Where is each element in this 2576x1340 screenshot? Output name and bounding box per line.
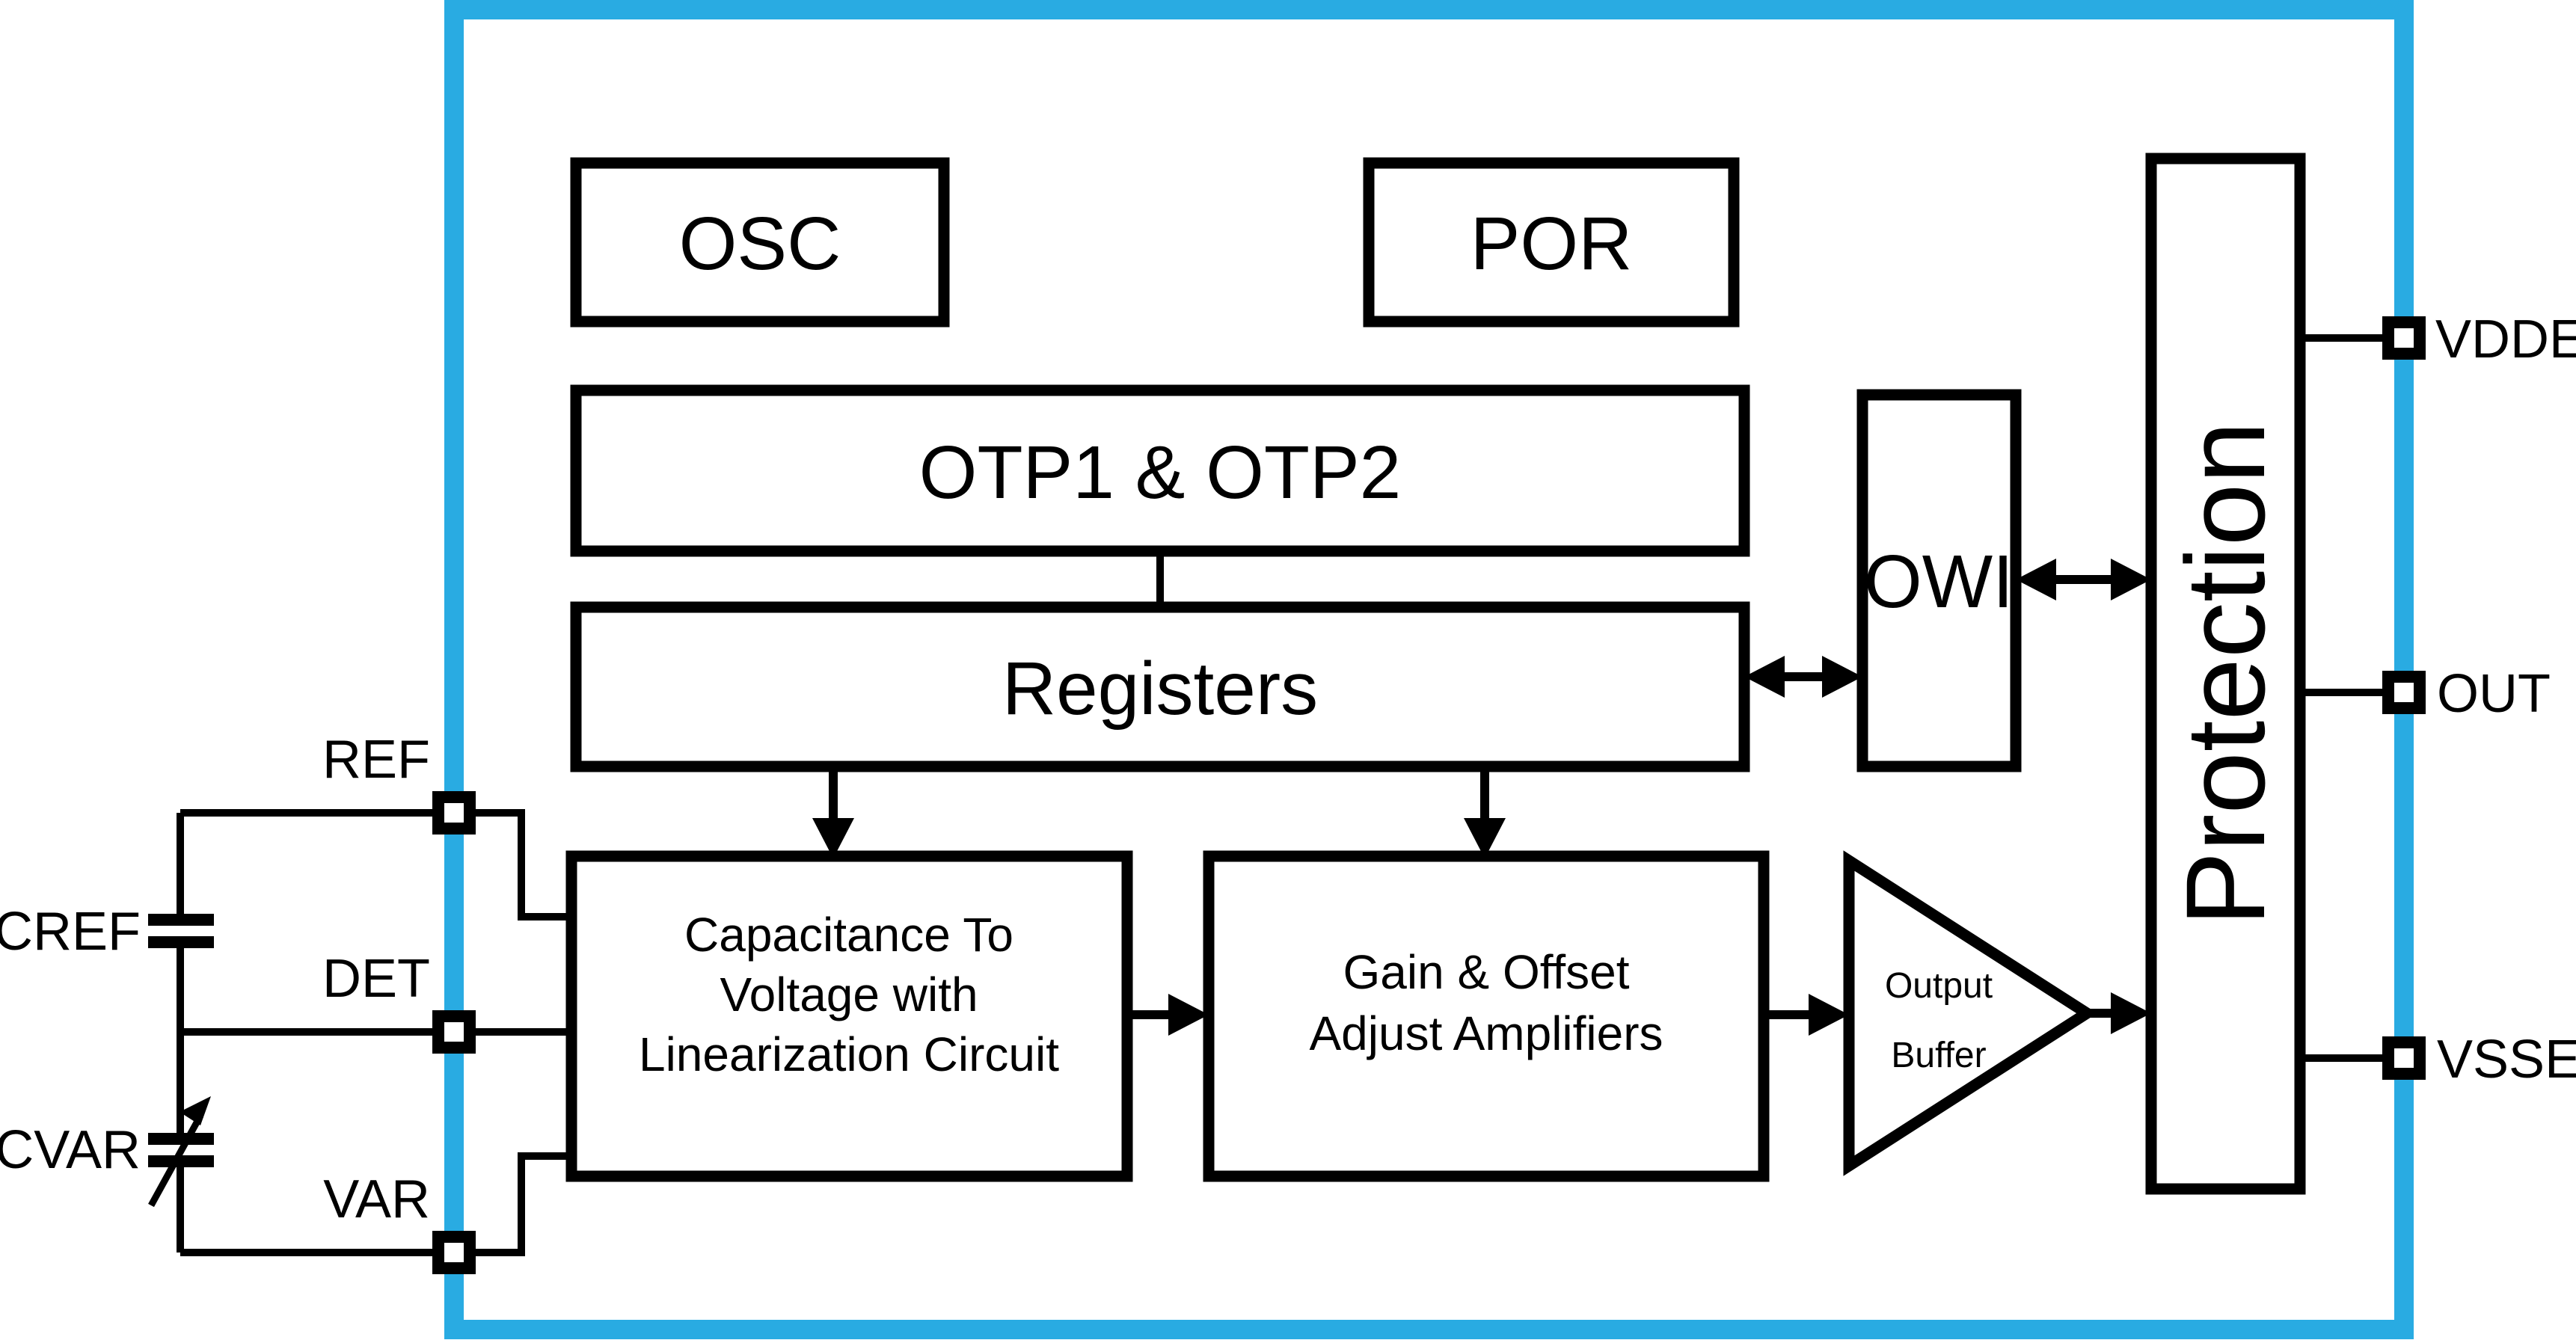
out-pin-label: OUT	[2437, 664, 2551, 724]
c2v-label-line1: Capacitance To	[684, 908, 1013, 962]
wire-layer	[177, 334, 2383, 1256]
c2v-label-line2: Voltage with	[720, 968, 978, 1021]
osc-block	[570, 157, 950, 328]
out-pin	[2382, 671, 2426, 714]
registers-label: Registers	[1002, 647, 1318, 731]
pin-layer	[432, 316, 2426, 1274]
cvar-bottom-plate	[148, 1155, 214, 1167]
wire-var-to-c2v	[476, 1152, 571, 1256]
otp-block	[570, 384, 1750, 557]
cvar-label: CVAR	[0, 1120, 141, 1180]
ref-pin	[432, 791, 476, 835]
arrow-registers-to-c2v	[812, 766, 854, 858]
cvar-top-plate	[148, 1133, 214, 1145]
gain-label-line1: Gain & Offset	[1343, 945, 1630, 999]
output-buffer-label-line1: Output	[1885, 966, 1993, 1006]
vdde-pin	[2382, 316, 2426, 360]
owi-block	[1856, 389, 2022, 772]
osc-label: OSC	[679, 202, 841, 286]
vsse-pin	[2382, 1036, 2426, 1080]
cvar-capacitor	[148, 1096, 214, 1208]
owi-label: OWI	[1864, 540, 2014, 624]
var-pin	[432, 1231, 476, 1274]
cref-top-plate	[148, 914, 214, 926]
var-pin-label: VAR	[323, 1170, 430, 1229]
arrow-owi-protection-bidirectional	[2016, 559, 2151, 600]
arrow-registers-owi-bidirectional	[1744, 656, 1862, 698]
arrow-registers-to-gain	[1464, 766, 1506, 858]
otp-label: OTP1 & OTP2	[919, 431, 1402, 514]
cref-capacitor	[148, 914, 214, 948]
vsse-pin-label: VSSE	[2437, 1030, 2576, 1089]
output-buffer-label-line2: Buffer	[1891, 1036, 1986, 1075]
por-block	[1363, 157, 1740, 328]
protection-block	[2145, 153, 2306, 1195]
cref-label: CREF	[0, 902, 141, 962]
capacitance-to-voltage-block	[565, 850, 1133, 1182]
protection-label: Protection	[2162, 421, 2288, 926]
gain-label-line2: Adjust Amplifiers	[1309, 1006, 1663, 1060]
variable-capacitor-arrow-icon	[148, 1096, 211, 1208]
arrow-buffer-to-protection	[2087, 992, 2151, 1034]
det-pin-label: DET	[322, 949, 430, 1009]
vdde-pin-label: VDDE	[2435, 310, 2576, 369]
wire-ref-to-c2v	[476, 809, 571, 921]
cref-bottom-plate	[148, 936, 214, 948]
output-buffer-triangle	[1843, 850, 2097, 1176]
arrow-c2v-to-gain	[1127, 994, 1209, 1036]
arrow-gain-to-buffer	[1764, 994, 1849, 1036]
chip-boundary	[444, 0, 2414, 1339]
arrow-layer	[812, 559, 2151, 1036]
c2v-label-line3: Linearization Circuit	[639, 1027, 1059, 1081]
ref-pin-label: REF	[322, 730, 430, 790]
det-pin	[432, 1010, 476, 1054]
block-layer	[565, 153, 2306, 1195]
por-label: POR	[1471, 202, 1633, 286]
registers-block	[570, 601, 1750, 772]
